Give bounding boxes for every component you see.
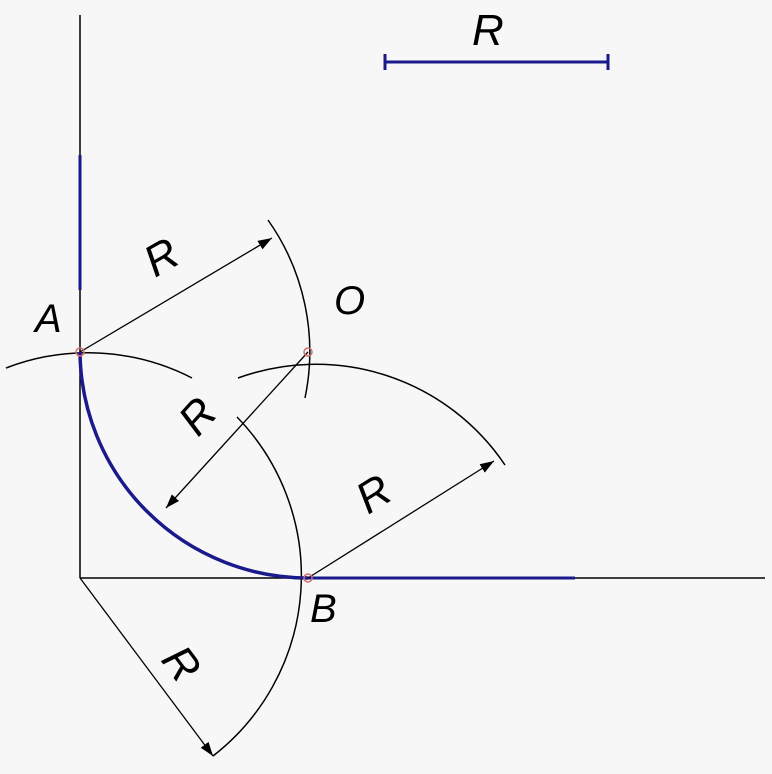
scale-bar [383, 54, 610, 70]
point-a-marker [75, 347, 85, 357]
radius-label-a: R [136, 228, 188, 286]
arc-center-o [237, 363, 506, 466]
dimension-line-o [165, 351, 309, 509]
arc-center-corner [212, 416, 303, 757]
radius-label-b: R [347, 465, 400, 523]
dimension-line-corner [79, 577, 214, 757]
arc-center-a-large [267, 219, 311, 399]
point-a-label: A [33, 297, 62, 341]
arc-center-a-small [5, 352, 193, 379]
scale-bar-label: R [472, 6, 504, 55]
radius-label-o: R [169, 388, 227, 444]
radius-label-corner: R [152, 637, 210, 692]
point-o-label: O [334, 279, 365, 323]
fillet-arc [78, 351, 309, 580]
dimension-line-b [307, 460, 495, 579]
point-o-marker [303, 347, 313, 357]
point-b-label: B [310, 587, 337, 631]
dimension-line-a [79, 237, 273, 353]
point-b-marker [303, 573, 313, 583]
